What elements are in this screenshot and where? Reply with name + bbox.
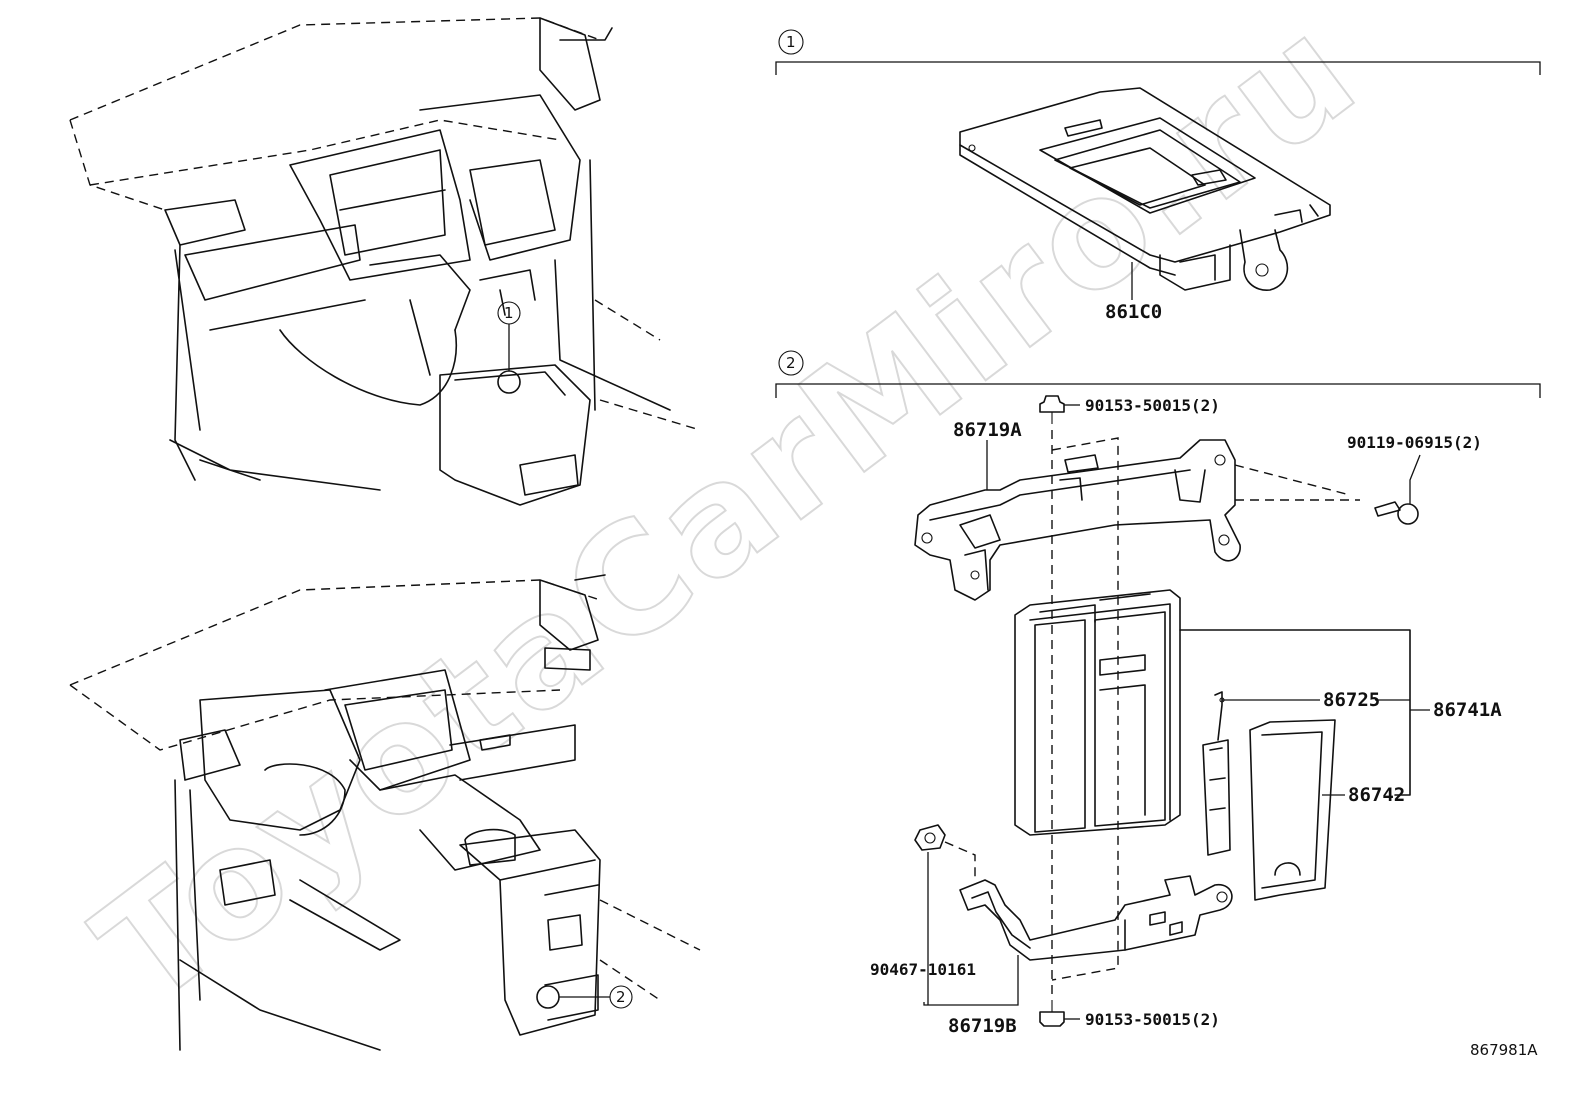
label-86741A: 86741A [1433,699,1502,721]
section-1-number: 1 [786,33,796,51]
section-2: 2 [775,350,1541,1037]
label-86719B: 86719B [948,1015,1017,1037]
watermark: ToyotaCarMiro.ru [67,0,1389,1039]
cover-drawing [1249,719,1345,901]
label-861C0: 861C0 [1105,301,1162,323]
label-bolt-side: 90119-06915(2) [1347,433,1482,452]
section-2-number: 2 [786,354,796,372]
upper-bracket-drawing [914,439,1241,601]
section-1: 1 861C0 [775,29,1541,323]
label-86719A: 86719A [953,419,1022,441]
dashboard-view-lower: 2 [69,574,701,1051]
label-86725: 86725 [1323,689,1380,711]
callout-2-marker: 2 [616,988,626,1006]
bolt-top-drawing [1039,395,1080,424]
ecu-drawing [1014,589,1430,836]
bolt-bottom-drawing [1039,1000,1080,1027]
illustration-reference-code: 867981A [1470,1041,1538,1059]
antenna-drawing [1202,691,1410,856]
assembly-dashed-box [1051,437,1119,981]
label-clip: 90467-10161 [870,960,976,979]
dashboard-view-upper: 1 [69,17,701,506]
label-bolt-bottom: 90153-50015(2) [1085,1010,1220,1029]
label-bolt-top: 90153-50015(2) [1085,396,1220,415]
bolt-side-drawing [1374,454,1421,525]
lower-bracket-drawing [923,875,1233,1006]
clip-drawing [914,824,976,1005]
callout-1-marker: 1 [504,304,514,322]
label-86742: 86742 [1348,784,1405,806]
wireless-charger-drawing [959,87,1331,300]
